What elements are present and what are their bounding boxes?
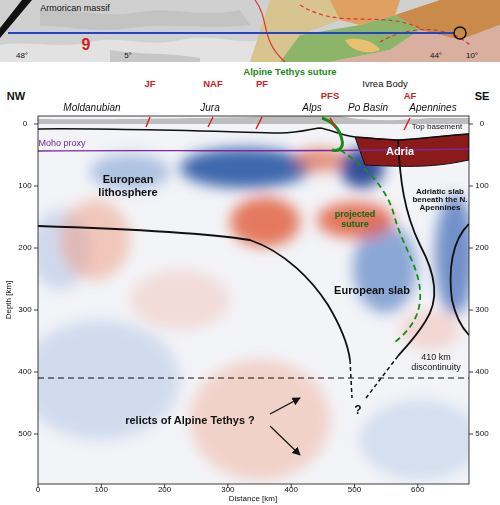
map-label: Armorican massif [40,3,110,13]
tick-label: 400 [475,368,488,376]
tomography-section [38,116,469,124]
tomography-section [340,150,420,342]
direction-label: SE [475,90,490,103]
location-map [255,0,285,62]
tick-label: 200 [475,244,488,252]
suture-label: projected suture [328,209,383,230]
plot-axes [34,124,38,434]
location-map [110,50,200,62]
location-map [300,5,420,28]
region-label: Alps [302,102,321,114]
fault-label: NAF [203,79,223,90]
coordinate-label: 5° [124,52,132,60]
fault-label: AF [404,91,417,102]
tick-label: 500 [475,430,488,438]
tick-label: 500 [18,430,31,438]
region-label: Jura [200,102,219,114]
axis-title: Depth [km] [5,281,13,320]
velocity-anomalies [130,270,230,330]
location-map [0,0,500,62]
tick-label: 0 [480,120,484,128]
query-mark: ? [354,404,361,416]
axis-title: Distance [km] [229,495,277,503]
tick-label: 300 [18,306,31,314]
plot-axes [34,116,473,488]
fault-label: PF [256,79,268,90]
velocity-anomalies [180,148,310,188]
feature-label: Ivrea Body [362,79,407,90]
tomography-section [350,360,352,398]
tomography-section [38,378,469,379]
tick-label: 400 [285,486,298,494]
velocity-anomalies [360,400,469,480]
fault-label: PFS [321,91,339,102]
plot-axes [469,124,473,434]
tick-label: 200 [18,244,31,252]
location-map [330,25,500,62]
tomography-section [451,224,469,335]
tick-label: 100 [95,486,108,494]
direction-label: NW [7,90,25,103]
tomography-section [366,356,398,398]
tick-label: 100 [475,182,488,190]
profile-number: 9 [82,36,91,54]
discontinuity-label: 410 km discontinuity [405,352,467,373]
pointer-arrows [270,398,300,414]
horizon-label: Top basement [412,123,462,131]
location-map [345,39,380,53]
plate-label: Adria [386,145,414,158]
tick-label: 0 [36,486,40,494]
pointer-arrows [270,398,300,455]
location-map [0,0,500,62]
tick-label: 100 [18,182,31,190]
location-map [0,38,260,62]
tick-label: 600 [411,486,424,494]
coordinate-label: 44° [430,52,442,60]
structure-label: Adriatic slab beneath the N. Apennines [410,188,470,212]
location-map [8,32,454,34]
coordinate-label: 48° [16,52,28,60]
tomography-section [146,117,410,130]
velocity-anomalies [60,200,130,280]
pointer-arrows [270,426,300,455]
tick-label: 200 [158,486,171,494]
structure-label: European slab [334,284,410,297]
structure-label: European lithosphere [88,173,168,198]
tick-label: 300 [221,486,234,494]
velocity-anomalies [317,202,393,238]
plot-axes [38,116,469,484]
suture-label: Alpine Tethys suture [243,67,336,78]
region-label: Po Basin [348,102,388,114]
annotation-label: relicts of Alpine Tethys ? [125,414,255,427]
tick-label: 0 [23,120,27,128]
tomography-section [398,140,434,356]
tick-label: 500 [348,486,361,494]
horizon-label: Moho proxy [38,138,85,148]
tick-label: 300 [475,306,488,314]
coordinate-label: 10° [466,52,478,60]
tick-label: 400 [18,368,31,376]
tomography-section [38,226,350,360]
region-label: Apennines [409,102,456,114]
fault-label: JF [144,79,155,90]
tomography-section [38,116,469,484]
location-map [454,27,466,39]
region-label: Moldanubian [63,102,120,114]
